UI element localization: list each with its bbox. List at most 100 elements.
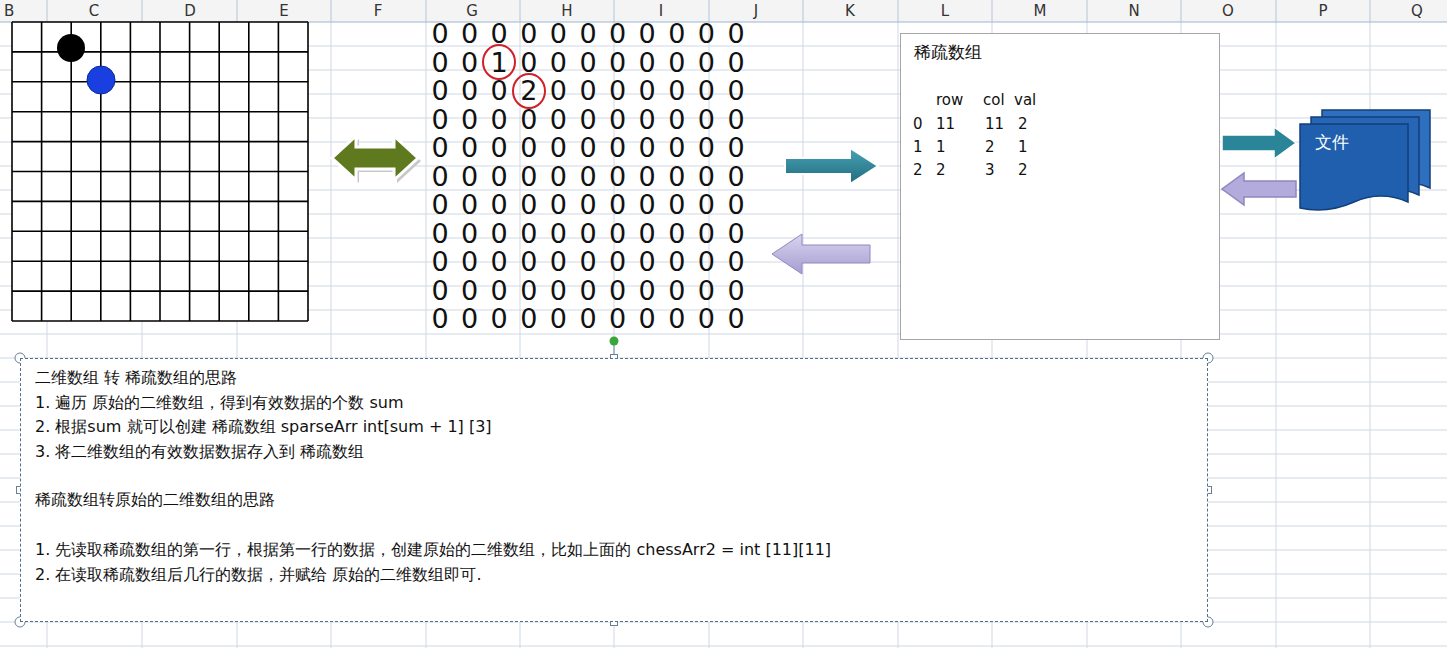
blue-stone [87,66,115,94]
matrix-cell: 0 [550,105,567,135]
matrix-cell: 0 [639,19,656,49]
matrix-cell: 0 [550,133,567,163]
matrix-cell: 0 [431,162,448,192]
table-cell: 3 [985,162,995,179]
document-stack [1298,104,1432,214]
matrix-cell: 0 [579,19,596,49]
header-separator [803,0,804,22]
header-separator [142,0,143,22]
board-line [12,260,308,262]
matrix-cell: 0 [727,76,744,106]
matrix-cell: 0 [698,105,715,135]
matrix-cell: 0 [639,162,656,192]
matrix-cell: 0 [491,247,508,277]
matrix-cell: 0 [579,190,596,220]
matrix-cell: 0 [609,133,626,163]
matrix-cell: 0 [491,76,508,106]
matrix-cell: 0 [431,133,448,163]
column-header: E [279,3,288,20]
table-cell: 2 [1018,116,1028,133]
matrix-cell: 0 [698,48,715,78]
header-separator [47,0,48,22]
table-cell: 1 [1018,139,1028,156]
matrix-cell: 0 [520,190,537,220]
column-header-bar [0,0,1447,22]
matrix-cell: 0 [431,276,448,306]
matrix-cell: 0 [609,190,626,220]
column-header: G [466,3,478,20]
table-cell: 2 [985,139,995,156]
column-header: K [845,3,855,20]
node-heading: 稀疏数组 [914,42,982,62]
matrix-cell: 0 [520,162,537,192]
column-header: O [1222,3,1234,20]
matrix-cell: 0 [609,48,626,78]
matrix-cell: 0 [609,162,626,192]
matrix-cell: 0 [461,247,478,277]
matrix-cell: 0 [461,304,478,334]
go-board [12,22,308,321]
matrix-cell: 0 [431,190,448,220]
board-line [12,201,308,203]
board-line [189,22,191,321]
column-header: I [659,3,663,20]
matrix-cell: 0 [431,48,448,78]
grid-line [0,646,1447,647]
matrix-cell: 0 [461,48,478,78]
matrix-cell: 0 [727,48,744,78]
matrix-cell: 0 [609,105,626,135]
note-line: 稀疏数组转原始的二维数组的思路 [35,490,275,509]
header-rule [0,22,1447,23]
matrix-cell: 0 [727,304,744,334]
matrix-cell: 1 [491,48,508,78]
forward-arrow [785,148,878,184]
matrix-cell: 0 [698,304,715,334]
matrix-cell: 0 [727,247,744,277]
column-header: F [374,3,383,20]
matrix-cell: 0 [668,190,685,220]
matrix-cell: 0 [727,162,744,192]
matrix-cell: 2 [520,76,537,106]
matrix-cell: 0 [609,304,626,334]
table-cell: 2 [913,162,923,179]
matrix-cell: 0 [609,276,626,306]
matrix-cell: 0 [491,19,508,49]
matrix-cell: 0 [727,190,744,220]
matrix-cell: 0 [461,133,478,163]
matrix-cell: 0 [461,105,478,135]
matrix-cell: 0 [431,219,448,249]
header-separator [1087,0,1088,22]
matrix-cell: 0 [698,19,715,49]
note-line: 1. 先读取稀疏数组的第一行，根据第一行的数据，创建原始的二维数组，比如上面的 … [35,540,831,559]
table-cell: 1 [913,139,923,156]
matrix-cell: 0 [579,133,596,163]
matrix-cell: 0 [579,48,596,78]
matrix-cell: 0 [461,19,478,49]
header-separator [898,0,899,22]
matrix-cell: 0 [520,105,537,135]
matrix-cell: 0 [550,276,567,306]
matrix-cell: 0 [431,105,448,135]
table-cell: val [1014,92,1036,109]
header-separator [1181,0,1182,22]
note-line: 3. 将二维数组的有效数据数据存入到 稀疏数组 [35,442,364,461]
table-cell: 0 [913,116,923,133]
matrix-cell: 0 [491,105,508,135]
back-arrow [772,234,870,274]
block-arrow [1222,173,1296,205]
board-line [12,171,308,173]
matrix-cell: 0 [668,162,685,192]
matrix-cell: 0 [579,247,596,277]
column-header: J [754,3,758,20]
highlight-circle [483,45,515,79]
matrix-cell: 0 [550,19,567,49]
matrix-cell: 0 [579,219,596,249]
matrix-cell: 0 [491,276,508,306]
column-header: H [561,3,572,20]
matrix-cell: 0 [698,162,715,192]
header-separator [992,0,993,22]
column-header: B [4,3,14,20]
board-line [248,22,250,321]
matrix-cell: 0 [727,105,744,135]
matrix-cell: 0 [639,76,656,106]
